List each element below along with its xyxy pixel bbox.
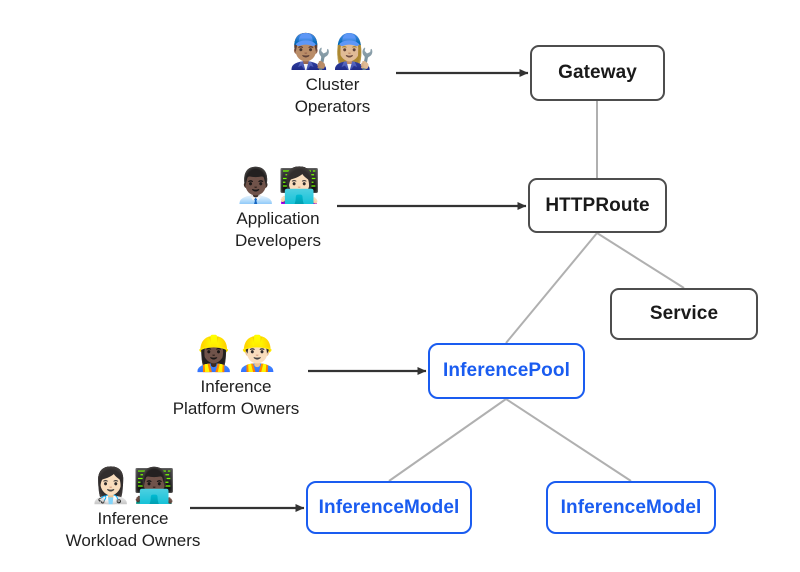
persona-label: Cluster Operators [294,75,371,116]
woman-health-worker-icon-and-man-technologist-icon: 👩🏻‍⚕️👨🏿‍💻 [89,467,177,505]
persona-label: Application Developers [235,209,321,250]
node-pool[interactable]: InferencePool [428,343,585,399]
edge-httproute-pool [505,232,598,344]
woman-construction-worker-icon-and-man-construction-worker-icon: 👷🏿‍♀️👷🏻‍♂️ [192,335,280,373]
edge-httproute-service [596,232,685,289]
node-label: InferencePool [443,360,570,381]
node-model-left[interactable]: InferenceModel [306,481,472,534]
node-label: Service [649,303,719,324]
persona-label: Inference Workload Owners [65,509,201,550]
node-service[interactable]: Service [610,288,758,340]
node-label: InferenceModel [560,496,702,518]
man-office-worker-icon-and-woman-technologist-icon: 👨🏿‍💼👩🏻‍💻 [234,167,322,205]
node-label: InferenceModel [318,496,460,518]
node-label: HTTPRoute [545,194,650,216]
persona-arrows [190,69,529,512]
node-label: Gateway [558,62,637,83]
persona-application-developers: 👨🏿‍💼👩🏻‍💻 Application Developers [198,166,358,252]
persona-inference-platform-owners: 👷🏿‍♀️👷🏻‍♂️ Inference Platform Owners [148,334,324,420]
node-model-right[interactable]: InferenceModel [546,481,716,534]
persona-label: Inference Platform Owners [172,377,300,418]
edge-pool-model-right [505,398,632,482]
node-gateway[interactable]: Gateway [530,45,665,101]
edge-pool-model-left [388,398,507,482]
persona-inference-workload-owners: 👩🏻‍⚕️👨🏿‍💻 Inference Workload Owners [40,466,226,552]
node-httproute[interactable]: HTTPRoute [528,178,667,233]
man-mechanic-icon-and-woman-mechanic-icon: 👨🏽‍🔧👩🏼‍🔧 [289,33,376,71]
persona-cluster-operators: 👨🏽‍🔧👩🏼‍🔧 Cluster Operators [255,32,410,118]
